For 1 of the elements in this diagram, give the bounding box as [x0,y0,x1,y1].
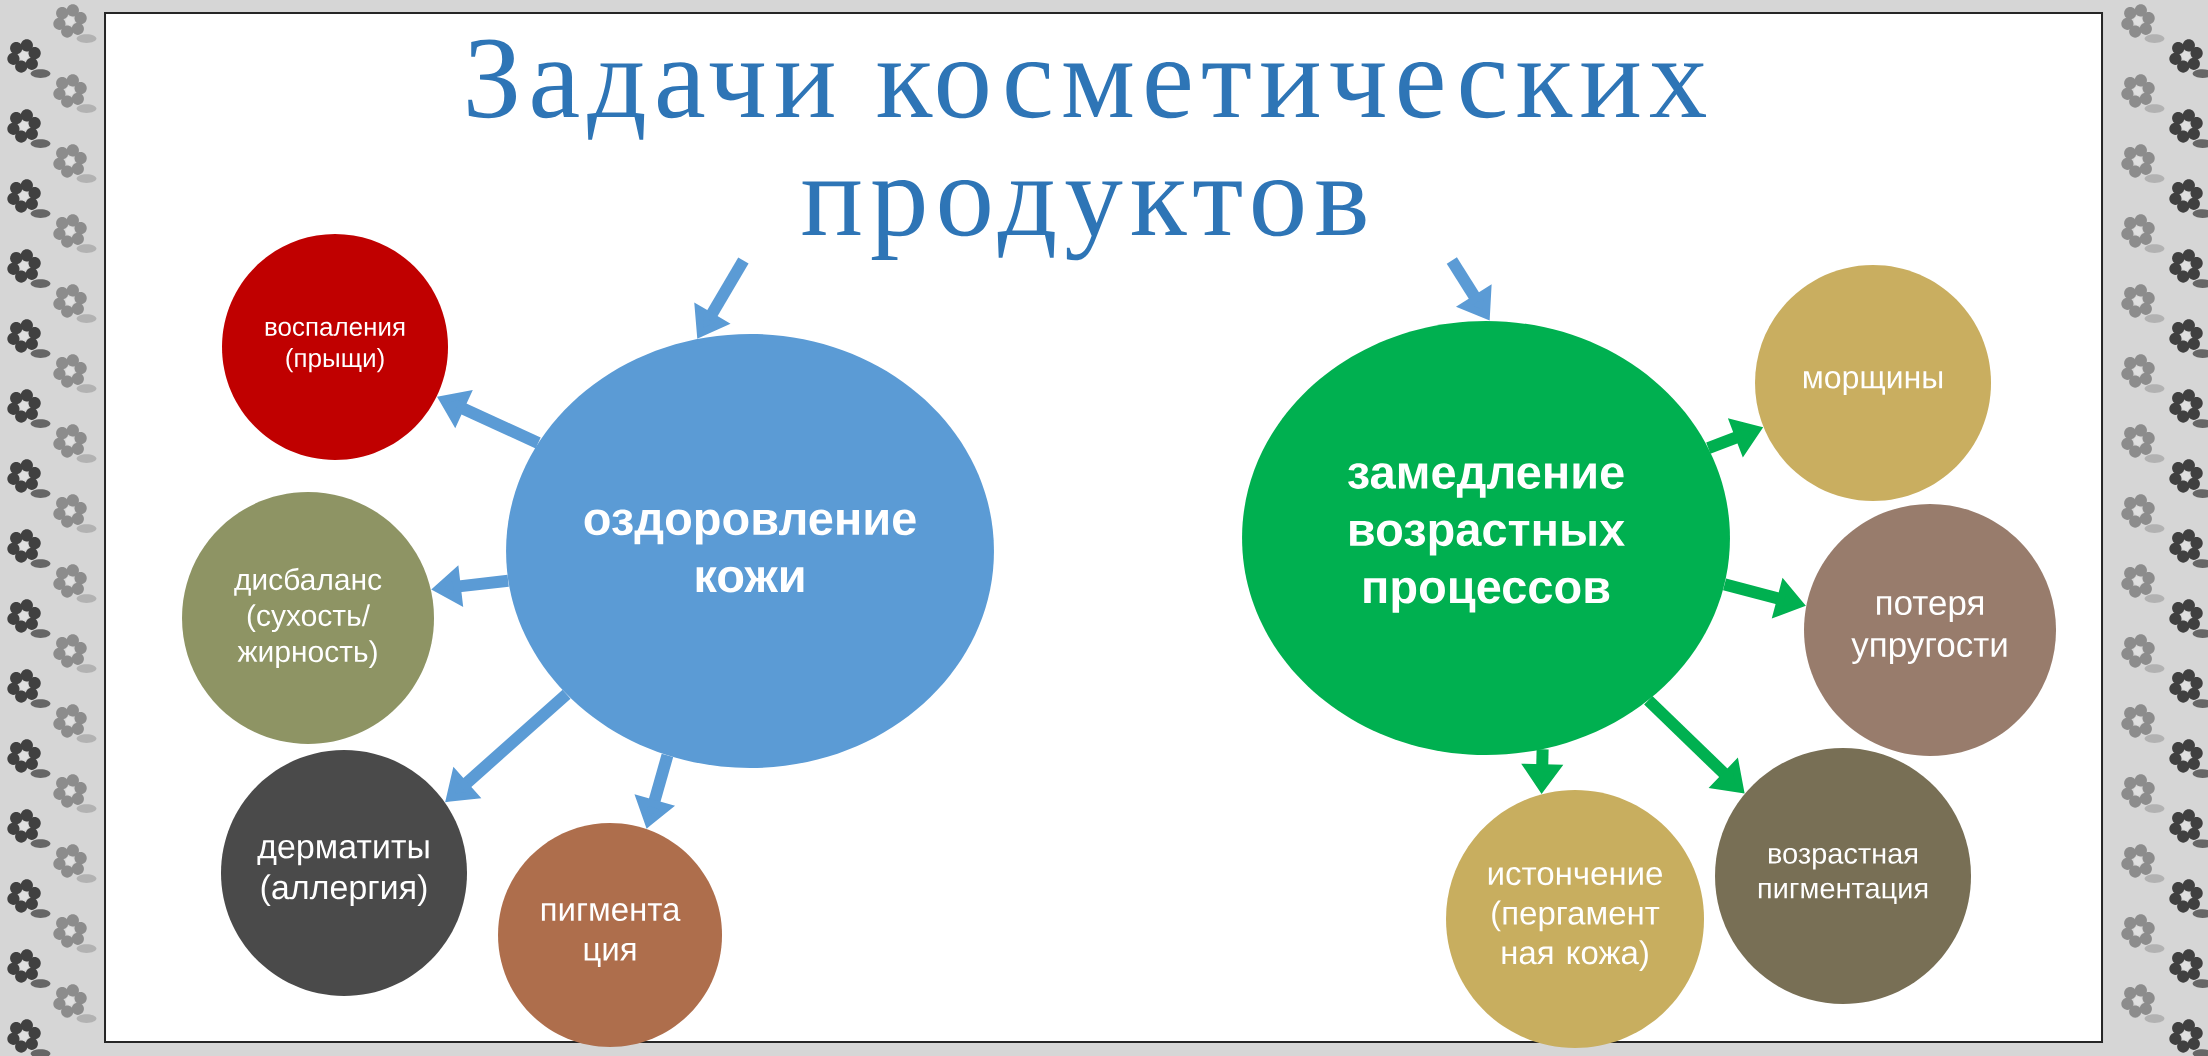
title: Задачи косметических продуктов [468,39,1706,261]
